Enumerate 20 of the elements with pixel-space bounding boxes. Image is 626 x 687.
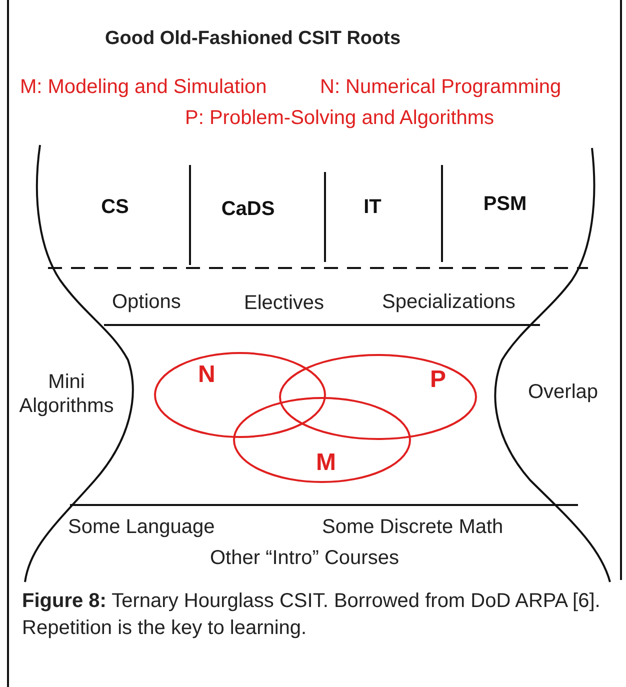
column-label: CaDS [193,198,303,221]
region-label: Options [112,290,181,314]
figure-caption: Figure 8: Ternary Hourglass CSIT. Borrowed from DoD ARPA [6]. Repetition is the key to learning. [22,589,602,641]
definition-text: M: Modeling and Simulation [20,75,267,99]
set-letter: P [430,367,446,394]
column-label: CS [60,196,170,219]
diagram-title: Good Old-Fashioned CSIT Roots [105,28,401,51]
region-label: Specializations [382,290,516,314]
definition-text: N: Numerical Programming [320,75,562,99]
region-label: Mini Algorithms [18,370,115,418]
region-label: Overlap [528,380,598,404]
set-letter: M [316,450,336,476]
region-label: Electives [244,291,324,315]
column-label: IT [330,196,415,219]
column-label: PSM [445,193,565,216]
region-label: Some Discrete Math [322,515,504,539]
set-letter: N [198,362,216,388]
definition-text: P: Problem-Solving and Algorithms [185,106,494,130]
region-label: Some Language [68,515,215,539]
region-label: Other “Intro” Courses [210,546,399,570]
